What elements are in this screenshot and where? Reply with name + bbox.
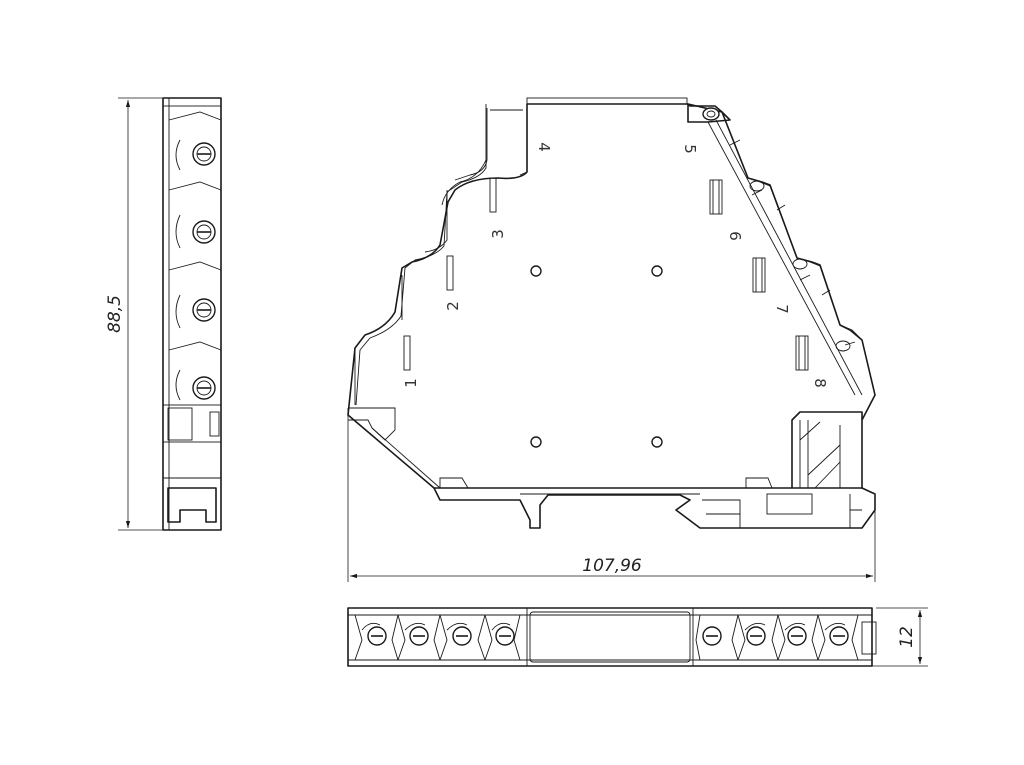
screw-icon <box>192 142 216 166</box>
terminal-label-3: 3 <box>489 229 507 239</box>
terminal-label-2: 2 <box>444 301 462 311</box>
terminal-label-7: 7 <box>773 304 791 314</box>
height-dimension: 88,5 <box>105 97 163 531</box>
depth-label: 12 <box>897 626 917 648</box>
top-view <box>347 607 877 667</box>
screw-icon <box>787 626 807 646</box>
terminal-label-6: 6 <box>726 231 744 241</box>
terminal-label-4: 4 <box>535 142 553 152</box>
screw-icon <box>367 626 387 646</box>
terminal-labels: 1 2 3 4 5 6 7 8 <box>402 142 829 388</box>
terminal-label-1: 1 <box>402 378 420 388</box>
terminal-label-8: 8 <box>811 378 829 388</box>
screw-icon <box>746 626 766 646</box>
screw-icon <box>829 626 849 646</box>
height-label: 88,5 <box>105 295 125 333</box>
screw-icon <box>192 376 216 400</box>
screw-icon <box>192 220 216 244</box>
width-dimension: 107,96 <box>347 415 876 582</box>
depth-dimension: 12 <box>872 607 928 667</box>
terminal-label-5: 5 <box>681 144 699 154</box>
screw-icon <box>192 298 216 322</box>
screw-icon <box>702 626 722 646</box>
front-view <box>347 97 876 529</box>
screw-icon <box>495 626 515 646</box>
screw-icon <box>409 626 429 646</box>
screw-icon <box>452 626 472 646</box>
side-view <box>162 97 222 531</box>
width-label: 107,96 <box>582 556 642 576</box>
